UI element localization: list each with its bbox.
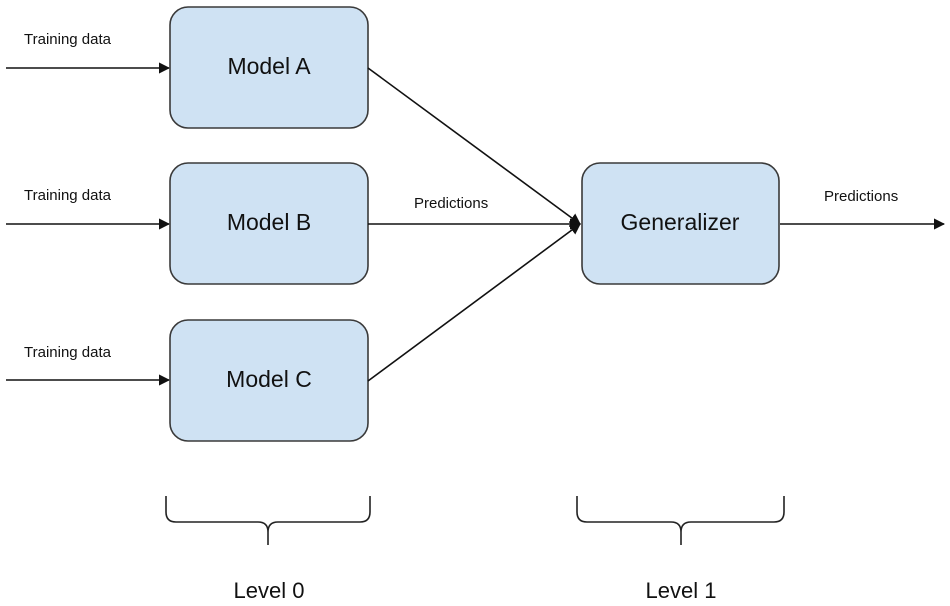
input-arrows xyxy=(6,62,171,386)
connector-model-c-to-generalizer xyxy=(367,223,581,382)
training-data-label-c: Training data xyxy=(24,344,112,361)
training-data-label-a: Training data xyxy=(24,31,112,48)
generalizer-label: Generalizer xyxy=(621,209,740,235)
training-data-label-b: Training data xyxy=(24,187,112,204)
level-0-label: Level 0 xyxy=(234,578,305,603)
level-1-brace xyxy=(576,496,785,545)
model-b-node: Model B xyxy=(169,162,369,285)
model-c-node: Model C xyxy=(169,319,369,442)
connector-model-a-to-generalizer xyxy=(367,67,581,225)
output-predictions-label: Predictions xyxy=(824,188,898,205)
level-0-brace xyxy=(165,496,371,545)
generalizer-node: Generalizer xyxy=(581,162,780,285)
level-1-label: Level 1 xyxy=(646,578,717,603)
model-a-node: Model A xyxy=(169,6,369,129)
model-a-label: Model A xyxy=(227,53,311,79)
model-c-label: Model C xyxy=(226,366,312,392)
level0-predictions-label: Predictions xyxy=(414,195,488,212)
model-b-label: Model B xyxy=(227,209,311,235)
prediction-connectors xyxy=(367,67,582,382)
